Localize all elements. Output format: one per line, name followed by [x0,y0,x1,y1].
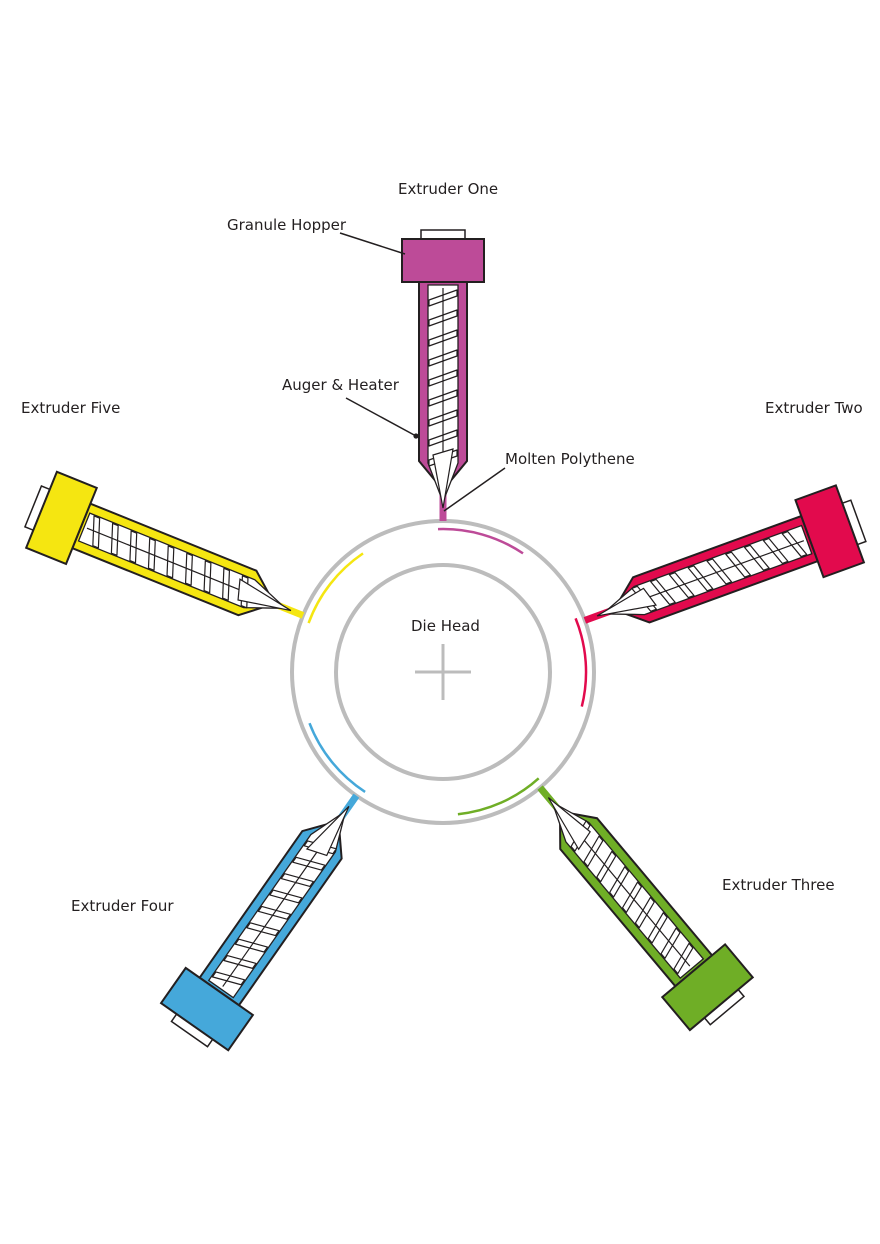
extruder-three-molten-flow [457,777,540,816]
molten-polythene-leader [443,467,506,512]
extruder-two-auger-screw [631,531,808,612]
extruders [23,229,867,1052]
extruder-four-auger-screw [211,840,337,987]
extruder-five-auger-screw [86,515,249,609]
extruder-five-molten-flow [307,552,364,624]
granule-hopper-leader [339,232,406,255]
extruder-one-hopper-cap [420,229,466,240]
extruder-four-molten-flow [308,722,366,793]
die-head-inner-ring [334,563,552,781]
extruder-two-auger-channel [601,524,813,616]
label-extruder-five: Extruder Five [21,399,120,417]
extruder-five [23,470,305,619]
molten-flow-arcs [307,527,588,816]
extruder-five-granule-hopper [24,470,99,566]
extruder-two-granule-hopper [794,484,866,579]
labels: Extruder One Granule Hopper Auger & Heat… [21,180,863,915]
extruder-one-auger-screw [428,288,458,467]
label-extruder-three: Extruder Three [722,876,835,894]
label-auger-heater: Auger & Heater [282,376,400,394]
extruder-two-molten-flow [574,617,588,707]
extruder-three-auger-channel [551,800,705,980]
extruder-four-granule-hopper [159,966,255,1052]
label-die-head: Die Head [411,617,480,635]
extruder-five-auger-channel [77,512,288,609]
extruder-five-auger-tip [237,578,292,612]
extruder-one-granule-hopper [401,238,485,283]
auger-heater-leader-dot [413,433,419,439]
extruder-two-auger-tip [596,587,658,617]
label-molten-polythene: Molten Polythene [505,450,635,468]
extruder-one-auger-tip [432,448,454,509]
extruder-three [537,785,755,1032]
extruder-one [401,229,485,521]
leader-lines [339,232,506,512]
extruder-three-auger-screw [570,820,694,975]
extruder-two [583,484,867,624]
extruder-three-granule-hopper [660,942,755,1032]
extruder-four [159,793,360,1052]
extruder-four-auger-tip [305,805,350,857]
label-extruder-one: Extruder One [398,180,498,198]
auger-heater-leader [345,397,417,437]
die-head [290,519,596,825]
label-extruder-two: Extruder Two [765,399,863,417]
extruder-three-auger-tip [547,797,591,851]
extruder-four-auger-channel [207,809,347,999]
label-granule-hopper: Granule Hopper [227,216,347,234]
extruder-one-molten-flow [437,527,524,555]
label-extruder-four: Extruder Four [71,897,174,915]
